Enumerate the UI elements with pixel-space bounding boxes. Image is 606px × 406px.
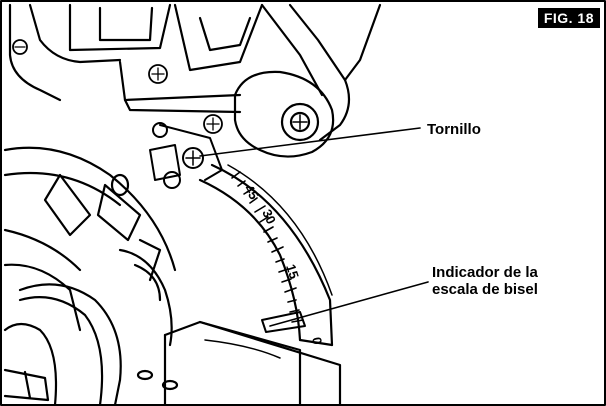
bevel-scale-ticks — [231, 171, 304, 323]
figure-label: FIG. 18 — [537, 8, 600, 28]
indicator-callout-line-2: escala de bisel — [432, 281, 538, 298]
scale-label-45: 45 — [241, 182, 261, 202]
upper-housing — [8, 3, 382, 142]
scale-label-15: 15 — [283, 262, 302, 280]
base-table — [3, 320, 342, 406]
leader-lines — [199, 127, 429, 327]
screw-leader-line — [199, 127, 421, 157]
screw-callout: Tornillo — [427, 121, 481, 138]
scale-indicator-pointer — [261, 311, 306, 333]
bevel-scale-labels: 45 30 15 0 — [241, 182, 325, 346]
indicator-callout-line-1: Indicador de la — [432, 264, 538, 281]
lower-cylinder — [3, 248, 173, 406]
pivot-housing — [233, 70, 335, 158]
indicator-leader-line — [269, 281, 429, 327]
indicator-callout: Indicador de la escala de bisel — [432, 264, 582, 298]
bevel-scale-plate — [198, 163, 334, 347]
scale-label-30: 30 — [259, 207, 279, 226]
bevel-screw — [182, 147, 204, 169]
left-casting — [3, 146, 177, 332]
scale-label-0: 0 — [309, 336, 325, 346]
screw-heads — [12, 39, 223, 134]
